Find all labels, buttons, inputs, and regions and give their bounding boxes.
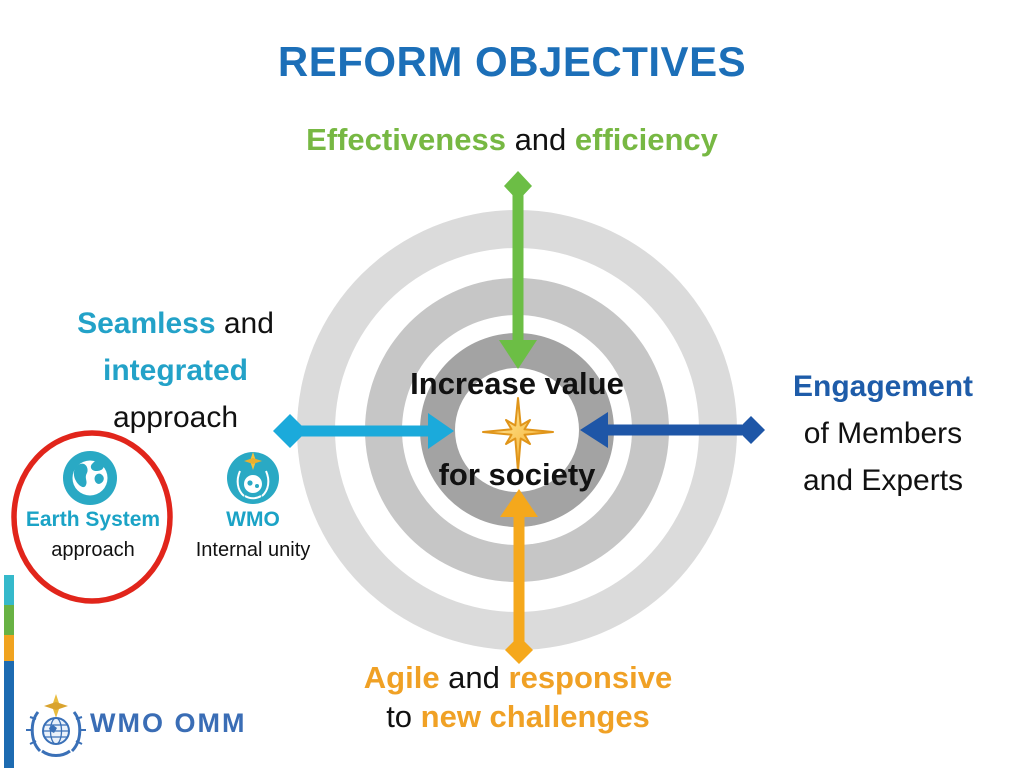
seamless-arrow [273, 413, 454, 449]
agile-arrow [500, 489, 538, 664]
objective-left-line1: Seamless and [28, 300, 323, 347]
arrow-head [428, 413, 454, 449]
word-responsive: responsive [508, 660, 673, 695]
wmo-unity-subtitle: Internal unity [195, 539, 311, 561]
earth-system-title: Earth System [25, 508, 161, 531]
earth-system-badge: Earth System approach [8, 505, 178, 565]
center-goal-line2: for society [438, 457, 596, 492]
accent-bar-orange [4, 635, 14, 661]
objective-left: Seamless and integrated approach [28, 300, 323, 441]
engagement-arrow [580, 412, 765, 448]
objective-right-line2: of Members [803, 417, 963, 450]
arrow-head [580, 412, 608, 448]
arrow-head [499, 340, 537, 369]
arrow-shaft [512, 192, 524, 342]
objective-right: Engagement of Members and Experts [757, 363, 1009, 504]
arrow-shaft [606, 424, 742, 436]
word-and2: and [439, 660, 509, 695]
word-and: and [215, 307, 274, 340]
arrow-tail-diamond [737, 416, 765, 444]
wmo-logo-wordmark: WMO OMM [90, 708, 247, 738]
wmo-unity-badge: WMO Internal unity [168, 505, 338, 565]
wmo-emblem-icon [227, 452, 279, 504]
word-agile: Agile [363, 660, 440, 695]
arrow-shaft [298, 425, 430, 437]
compass-star-icon [482, 397, 554, 472]
word-approach: approach [112, 401, 239, 434]
page-title: REFORM OBJECTIVES [277, 38, 747, 85]
accent-bar-green [4, 605, 14, 635]
objective-bottom-line2: to new challenges [308, 697, 728, 736]
word-integrated: integrated [102, 354, 249, 387]
arrow-shaft [513, 514, 525, 642]
word-seamless: Seamless [77, 307, 216, 340]
arrow-tail-diamond [504, 171, 532, 201]
objective-top: Effectiveness and efficiency [0, 122, 1024, 158]
red-highlight-circle [11, 430, 173, 604]
accent-bar-blue [4, 661, 14, 768]
arrow-tail-diamond [273, 414, 307, 448]
wmo-unity-title: WMO [226, 508, 280, 531]
word-engagement: Engagement [792, 370, 974, 403]
arrow-head [500, 489, 538, 517]
objective-top-word-effectiveness: Effectiveness [306, 122, 506, 157]
effectiveness-arrow [499, 171, 537, 369]
arrow-tail-diamond [505, 636, 533, 664]
objective-top-word-and: and [505, 122, 575, 157]
word-to: to [386, 699, 421, 734]
objective-top-word-efficiency: efficiency [574, 122, 718, 157]
objective-bottom: Agile and responsive to new challenges [308, 658, 728, 736]
word-new-challenges: new challenges [420, 699, 650, 734]
wmo-logo-emblem [26, 694, 86, 757]
earth-system-subtitle: approach [51, 539, 135, 561]
center-goal-line1: Increase value [410, 366, 624, 401]
objective-right-line3: and Experts [802, 464, 964, 497]
globe-earth-icon [63, 451, 117, 505]
accent-bar [4, 575, 14, 768]
accent-bar-cyan [4, 575, 14, 605]
objective-bottom-line1: Agile and responsive [308, 658, 728, 697]
